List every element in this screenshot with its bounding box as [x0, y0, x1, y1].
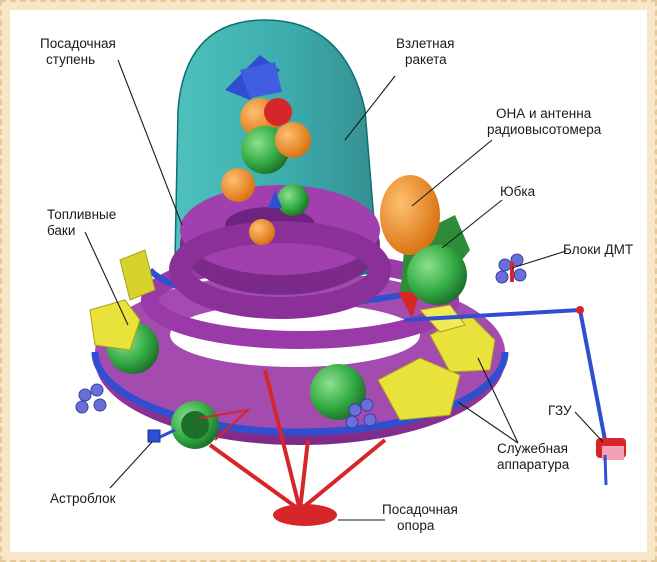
label-ascent-rocket: Взлетная ракета — [396, 36, 458, 67]
landing-pad — [273, 504, 337, 526]
label-service-equipment: Служебная аппаратура — [497, 441, 572, 472]
label-dmt-blocks: Блоки ДМТ — [563, 242, 633, 257]
leader-service-1 — [458, 402, 518, 443]
label-fuel-tanks: Топливные баки — [47, 207, 120, 238]
label-gzu: ГЗУ — [548, 403, 572, 418]
label-landing-leg: Посадочная опора — [382, 502, 462, 533]
label-astroblock: Астроблок — [50, 491, 116, 506]
leader-astroblock — [110, 442, 152, 488]
label-landing-stage: Посадочная ступень — [40, 36, 120, 67]
label-ona-antenna: ОНА и антенна радиовысотомера — [487, 106, 602, 137]
leader-ona-antenna — [412, 140, 492, 206]
leader-landing-stage — [118, 60, 182, 225]
label-skirt: Юбка — [500, 184, 536, 199]
ona-antenna-disk — [380, 175, 440, 255]
